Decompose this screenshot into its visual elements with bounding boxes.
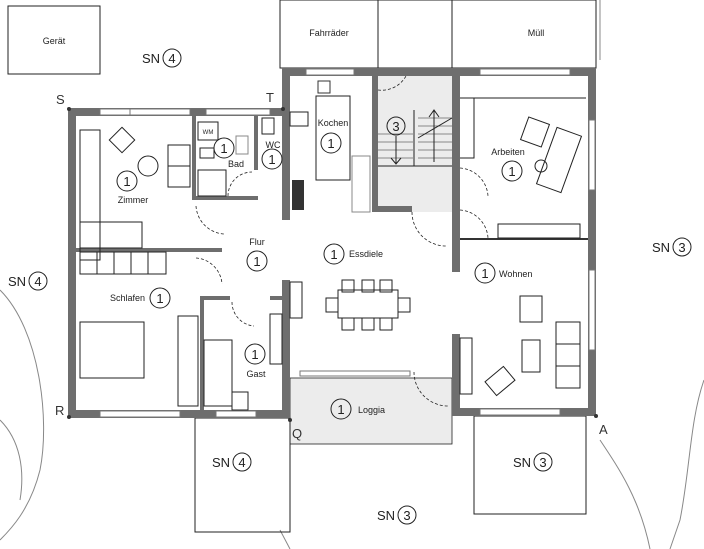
passage: [377, 0, 453, 69]
svg-text:A: A: [599, 422, 608, 437]
room-arbeiten: Arbeiten 1: [491, 147, 525, 182]
zone-sn-terrace-west: SN 4: [212, 452, 252, 472]
staircase[interactable]: 3: [378, 109, 453, 167]
outbuilding-geraet: Gerät: [7, 5, 101, 75]
room-essdiele: 1 Essdiele: [323, 243, 383, 265]
svg-text:Kochen: Kochen: [318, 118, 349, 128]
svg-text:1: 1: [327, 136, 334, 151]
label-geraet: Gerät: [43, 36, 66, 46]
outbuilding-muell: Müll: [451, 0, 597, 69]
room-bad: 1 Bad: [213, 137, 244, 169]
svg-text:1: 1: [251, 347, 258, 362]
svg-text:3: 3: [539, 455, 546, 470]
svg-text:SN: SN: [513, 455, 531, 470]
svg-text:SN: SN: [652, 240, 670, 255]
svg-text:1: 1: [481, 266, 488, 281]
svg-text:T: T: [266, 90, 274, 105]
svg-text:4: 4: [34, 274, 41, 289]
svg-text:3: 3: [403, 508, 410, 523]
svg-text:4: 4: [238, 455, 245, 470]
furniture: WM: [79, 80, 586, 411]
zone-sn-south: SN 3: [377, 505, 417, 525]
room-wohnen: 1 Wohnen: [474, 262, 532, 284]
svg-text:Q: Q: [292, 426, 302, 441]
svg-text:SN: SN: [377, 508, 395, 523]
room-zimmer: 1 Zimmer: [116, 170, 149, 205]
svg-text:4: 4: [168, 51, 175, 66]
svg-text:Schlafen: Schlafen: [110, 293, 145, 303]
svg-text:3: 3: [678, 240, 685, 255]
room-wc: WC 1: [261, 140, 283, 170]
room-kochen: Kochen 1: [318, 118, 349, 154]
room-gast: 1 Gast: [244, 343, 266, 379]
svg-text:Loggia: Loggia: [358, 405, 385, 415]
svg-text:1: 1: [337, 402, 344, 417]
zone-sn-east: SN 3: [652, 237, 692, 257]
svg-text:Arbeiten: Arbeiten: [491, 147, 525, 157]
stair-hall: [378, 76, 452, 212]
windows: [99, 68, 596, 418]
svg-text:Gast: Gast: [246, 369, 266, 379]
room-flur: Flur 1: [246, 237, 268, 272]
svg-text:1: 1: [330, 247, 337, 262]
wm-label: WM: [203, 130, 214, 136]
room-schlafen: Schlafen 1: [110, 287, 171, 309]
svg-text:S: S: [56, 92, 65, 107]
stair-number-circle: [386, 116, 406, 136]
svg-text:1: 1: [123, 174, 130, 189]
svg-text:1: 1: [156, 291, 163, 306]
corner-markers: S T R Q A: [55, 90, 608, 441]
svg-text:R: R: [55, 403, 64, 418]
label-fahrraeder: Fahrräder: [309, 28, 349, 38]
svg-text:1: 1: [268, 152, 275, 167]
doors: [195, 75, 489, 407]
svg-text:SN: SN: [8, 274, 26, 289]
zone-sn-terrace-east: SN 3: [513, 452, 553, 472]
loggia-area: [289, 377, 453, 445]
svg-text:SN: SN: [212, 455, 230, 470]
outbuilding-fahrraeder: Fahrräder: [279, 0, 379, 69]
svg-text:Wohnen: Wohnen: [499, 269, 532, 279]
svg-text:Essdiele: Essdiele: [349, 249, 383, 259]
svg-text:1: 1: [220, 141, 227, 156]
label-muell: Müll: [528, 28, 545, 38]
zone-sn-west: SN 4: [8, 271, 48, 291]
svg-text:SN: SN: [142, 51, 160, 66]
svg-text:WC: WC: [266, 140, 281, 150]
svg-text:1: 1: [253, 254, 260, 269]
stair-number: 3: [392, 119, 399, 134]
room-loggia: 1 Loggia: [330, 398, 385, 420]
svg-text:Zimmer: Zimmer: [118, 195, 149, 205]
svg-text:Bad: Bad: [228, 159, 244, 169]
zone-sn-north: SN 4: [142, 48, 182, 68]
terrace-west: [194, 417, 291, 533]
svg-text:Flur: Flur: [249, 237, 265, 247]
svg-text:1: 1: [508, 164, 515, 179]
